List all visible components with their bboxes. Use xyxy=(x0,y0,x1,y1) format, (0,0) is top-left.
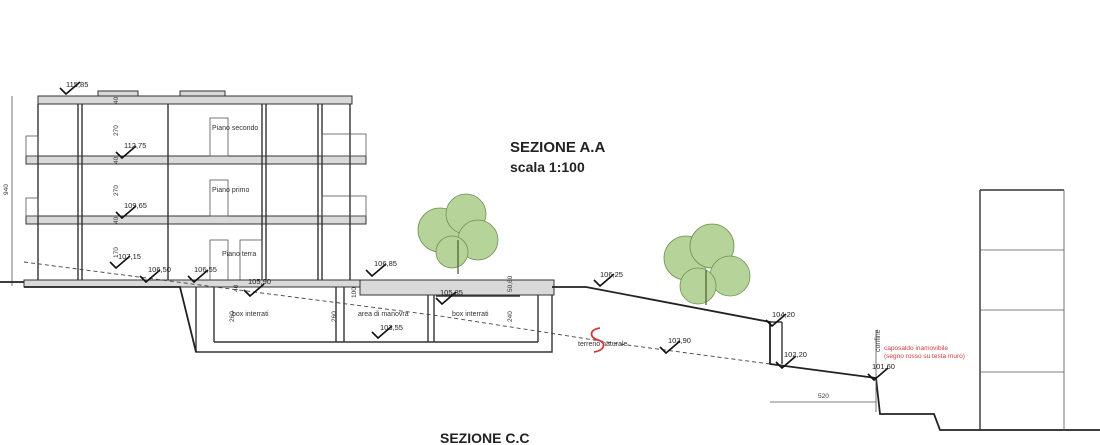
level-triangle-icon xyxy=(243,283,265,298)
level-triangle-icon xyxy=(115,145,137,160)
ground-right xyxy=(875,377,1100,431)
level-106-85: 106,85 xyxy=(374,259,397,268)
tree-right xyxy=(663,223,751,305)
ground-slope xyxy=(552,286,877,379)
basement xyxy=(195,279,555,353)
note-caposaldo-1: caposaldo inamovibile xyxy=(884,345,948,352)
roof-parapet-left xyxy=(97,90,139,97)
level-105-90: 105,90 xyxy=(248,277,271,286)
dim-total-height: 940 xyxy=(3,184,10,195)
level-triangle-icon xyxy=(59,81,81,96)
level-105-35: 105,35 xyxy=(440,288,463,297)
section-title: SEZIONE A.A xyxy=(510,139,605,156)
label-piano-primo: Piano primo xyxy=(212,187,249,194)
tree-left xyxy=(417,193,499,274)
roof-parapet-right xyxy=(179,90,226,97)
label-confine: confine xyxy=(875,329,882,352)
label-box-interrati-2: box interrati xyxy=(452,311,489,318)
slab-second-floor xyxy=(25,155,367,165)
level-triangle-icon xyxy=(775,355,797,370)
level-106-50: 106,50 xyxy=(148,265,171,274)
level-107-15: 107,15 xyxy=(118,252,141,261)
level-104-20: 104,20 xyxy=(772,310,795,319)
dim-storey-2: 270 xyxy=(113,185,120,196)
level-106-55: 106,55 xyxy=(194,265,217,274)
natural-terrain-line xyxy=(23,261,771,365)
level-triangle-icon xyxy=(365,263,387,278)
level-102-90: 102,90 xyxy=(668,336,691,345)
neighbor-building xyxy=(979,189,1065,430)
building xyxy=(23,90,367,288)
level-115-85: 115,85 xyxy=(66,80,88,89)
level-109-65: 109,65 xyxy=(124,201,147,210)
level-106-25: 106,25 xyxy=(600,270,623,279)
dim-storey-3: 270 xyxy=(113,125,120,136)
level-103-55: 103,55 xyxy=(380,323,403,332)
dim-storey-1: 170 xyxy=(113,247,120,258)
section-scale: scala 1:100 xyxy=(510,159,585,175)
dim-520: 520 xyxy=(818,393,829,400)
level-triangle-icon xyxy=(371,325,393,340)
level-markers: 115,85 112,75 109,65 107,15 106,50 106,5… xyxy=(59,80,895,382)
level-triangle-icon xyxy=(765,313,787,328)
level-triangle-icon xyxy=(109,255,131,270)
level-triangle-icon xyxy=(593,273,615,288)
dim-roof-slab: 40 xyxy=(113,96,120,104)
dim-terrace-fill: 50,60 xyxy=(507,275,514,292)
dim-ground-slab: 40 xyxy=(233,284,240,292)
excavation-left xyxy=(24,286,197,353)
label-piano-secondo: Piano secondo xyxy=(212,125,258,132)
level-triangle-icon xyxy=(139,269,161,284)
label-piano-terra: Piano terra xyxy=(222,251,256,258)
level-triangle-icon xyxy=(115,205,137,220)
note-caposaldo-2: (segno rosso su testa muro) xyxy=(884,353,965,360)
slab-first-floor xyxy=(25,215,367,225)
dim-slab-2: 40 xyxy=(113,156,120,164)
dim-manovra-height: 260 xyxy=(331,311,338,322)
level-triangle-icon xyxy=(867,367,889,382)
level-102-20: 102,20 xyxy=(784,350,807,359)
level-112-75: 112,75 xyxy=(124,141,146,150)
level-triangle-icon xyxy=(659,340,681,355)
level-101-60: 101,60 xyxy=(872,362,895,371)
dim-slab-1: 40 xyxy=(113,216,120,224)
section-cc-title: SEZIONE C.C xyxy=(440,430,529,445)
s-curve-icon xyxy=(590,327,605,353)
level-triangle-icon xyxy=(435,291,457,306)
dim-box2-height: 240 xyxy=(507,311,514,322)
label-area-manovra: area di manovra xyxy=(358,311,409,318)
level-triangle-icon xyxy=(187,269,209,284)
roof-slab xyxy=(37,95,353,105)
label-box-interrati-1: box interrati xyxy=(232,311,269,318)
dim-box-height: 260 xyxy=(229,311,236,322)
dim-ramp-step: 100 xyxy=(351,287,358,298)
